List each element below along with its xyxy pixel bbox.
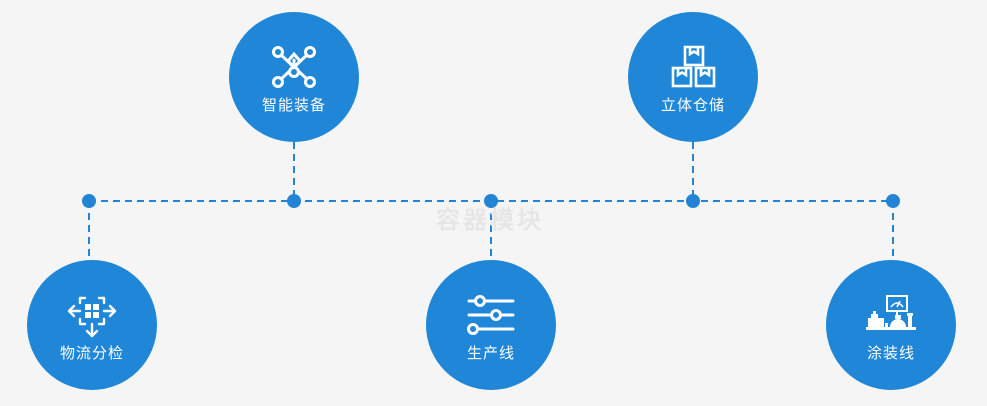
node-label: 物流分检 [59, 344, 124, 362]
bus-dot-logistics [82, 194, 96, 208]
stacked-boxes-icon [665, 42, 721, 92]
bus-dot-coating [886, 194, 900, 208]
node-label: 涂装线 [866, 344, 915, 362]
coating-machine-icon [863, 290, 919, 340]
node-stereoscopic-warehouse[interactable]: 立体仓储 [628, 12, 758, 142]
node-coating-line[interactable]: 涂装线 [826, 260, 956, 390]
bus-dot-equipment [287, 194, 301, 208]
node-production-line[interactable]: 生产线 [426, 260, 556, 390]
node-intelligent-equipment[interactable]: 智能装备 [229, 12, 359, 142]
node-label: 智能装备 [261, 96, 326, 114]
network-nodes-icon [266, 42, 322, 92]
sliders-icon [463, 290, 519, 340]
node-label: 立体仓储 [660, 96, 725, 114]
sorting-arrows-icon [64, 290, 120, 340]
node-logistics-sorting[interactable]: 物流分检 [27, 260, 157, 390]
bus-dot-production [484, 194, 498, 208]
watermark-text: 容器模块 [436, 207, 544, 234]
bus-dot-warehouse [686, 194, 700, 208]
node-label: 生产线 [466, 344, 515, 362]
